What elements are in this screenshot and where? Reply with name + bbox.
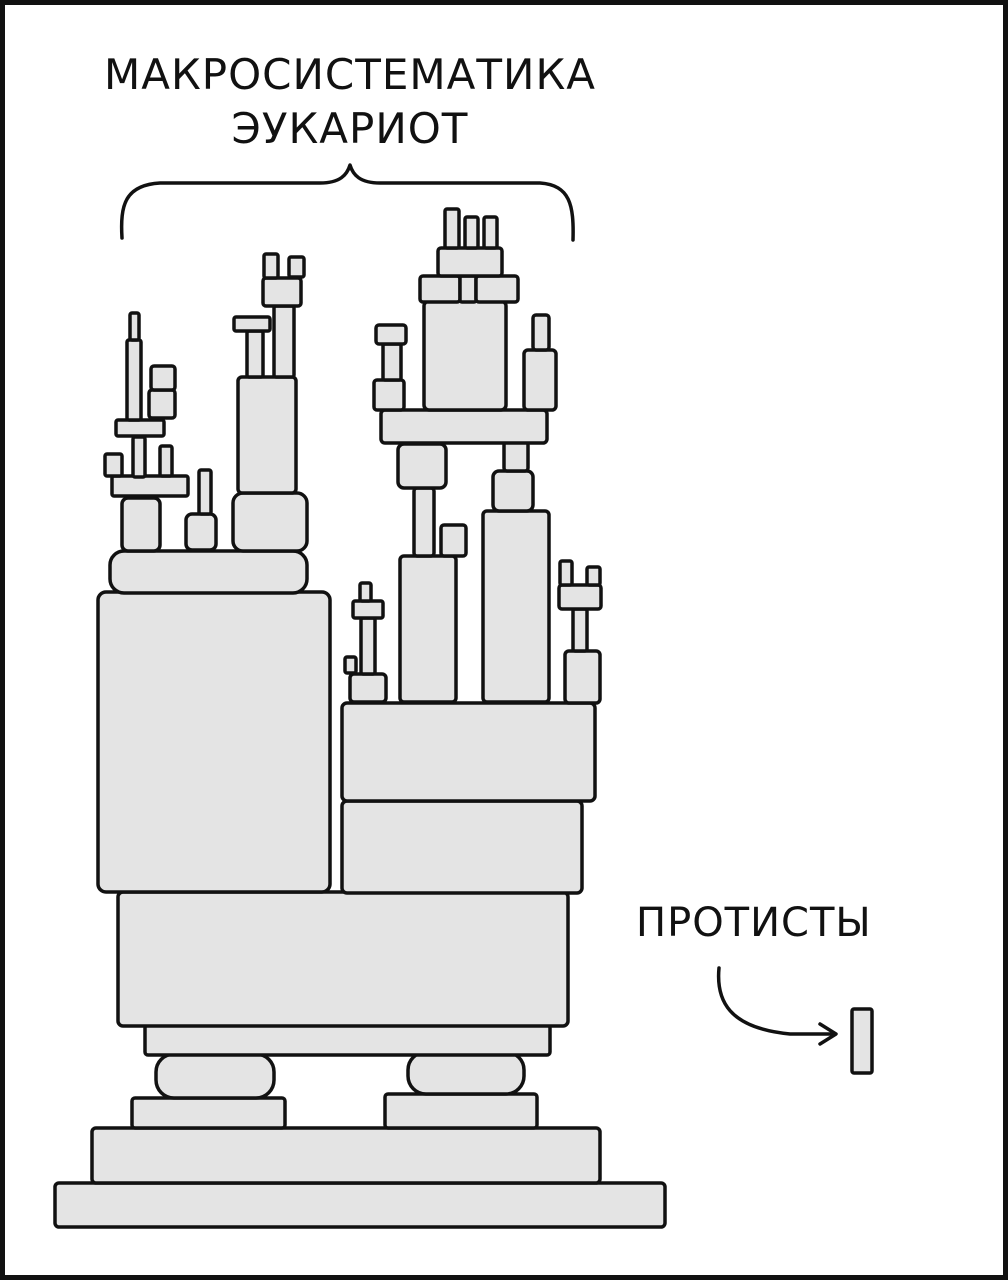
tower-a-cube-2 <box>149 364 177 392</box>
tower-b-stick <box>197 468 213 516</box>
right-foot <box>406 1050 526 1096</box>
shelf-left-post-base <box>372 378 406 412</box>
tower-a-pole <box>131 435 147 479</box>
tower-g-pole <box>571 607 589 653</box>
shelf-right-tip <box>531 313 551 352</box>
left-rounded-slab <box>108 549 309 595</box>
tower-a-small-right <box>158 444 174 478</box>
crown-spike-3 <box>482 215 499 250</box>
title: МАКРОСИСТЕМАТИКА ЭУКАРИОТ <box>40 48 660 156</box>
tower-d-tip <box>358 581 373 603</box>
protists-label: ПРОТИСТЫ <box>636 900 872 946</box>
left-foot-base <box>130 1096 287 1130</box>
tower-d-base <box>348 672 388 704</box>
shelf-center-column <box>422 299 508 412</box>
tower-f-small <box>502 440 530 473</box>
tower-d-pole <box>359 616 377 676</box>
tower-a-tall-pole <box>125 338 143 422</box>
tower-d-cap <box>351 599 385 620</box>
tower-g-nub-2 <box>585 565 602 587</box>
right-foot-base <box>383 1092 539 1130</box>
tower-f-column <box>481 509 551 704</box>
tower-c-nub-1 <box>262 252 280 280</box>
tower-e-column <box>398 554 458 704</box>
tower-d-side-nub <box>343 655 358 675</box>
protist-block <box>850 1007 874 1075</box>
title-line-2: ЭУКАРИОТ <box>231 104 469 153</box>
crown-center-post <box>458 274 478 304</box>
base-slab-bottom <box>53 1181 667 1229</box>
shelf-right-post <box>522 348 558 412</box>
protists-arrowhead <box>818 1022 838 1046</box>
tower-g-nub-1 <box>558 559 574 587</box>
tower-b-base <box>184 512 218 552</box>
tower-a-plank <box>110 474 190 498</box>
shelf-left-post <box>381 342 403 382</box>
left-foot <box>154 1052 276 1100</box>
tower-a-base <box>120 496 162 553</box>
tower-a-small-left <box>103 452 124 478</box>
tower-g-cap <box>557 583 603 611</box>
tower-e-pole <box>412 486 436 558</box>
title-line-1: МАКРОСИСТЕМАТИКА <box>103 50 597 99</box>
crown-left-box <box>418 274 462 304</box>
tower-a-crossbar <box>114 418 166 438</box>
plank-thin <box>143 1023 552 1057</box>
right-middle-lower <box>340 799 584 895</box>
base-slab-2 <box>90 1126 602 1185</box>
tower-g-base <box>563 649 602 705</box>
left-big-block <box>96 590 332 894</box>
crown-right-box <box>474 274 520 304</box>
crown-top-box <box>436 246 504 278</box>
crown-spike-2 <box>463 215 480 250</box>
curly-brace <box>119 163 575 242</box>
upper-shelf <box>379 408 549 445</box>
wide-block <box>116 890 570 1028</box>
tower-c-right-box <box>261 276 303 308</box>
right-middle-upper <box>340 701 597 803</box>
shelf-left-post-cap <box>374 323 408 346</box>
protists-arrow <box>716 966 836 1036</box>
tower-c-right-pole <box>272 304 296 379</box>
tower-e-side-box <box>439 523 468 558</box>
tower-c-left-cap <box>232 315 272 333</box>
tower-c-base <box>231 491 309 553</box>
crown-spike-1 <box>443 207 461 250</box>
tower-c-nub-2 <box>287 255 306 279</box>
tower-f-box <box>491 469 535 513</box>
tower-c-left-pole <box>245 329 265 379</box>
tower-a-cube-1 <box>147 388 177 420</box>
tower-e-top-box <box>396 442 448 490</box>
tower-a-tip <box>128 311 141 342</box>
tower-c-column <box>236 375 298 495</box>
